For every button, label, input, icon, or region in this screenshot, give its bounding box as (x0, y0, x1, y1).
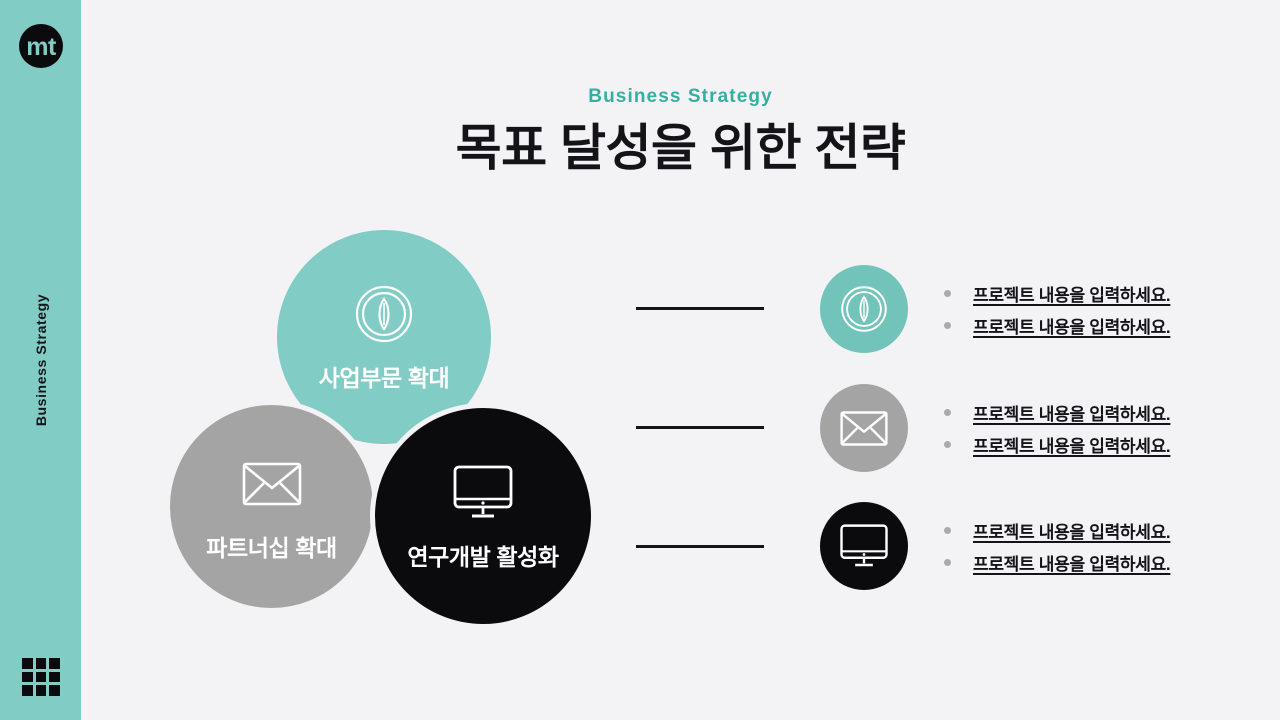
sidebar-vertical-label: Business Strategy (0, 0, 81, 720)
grid-cell (49, 671, 60, 683)
grid-cell (22, 658, 33, 669)
bullet-dot-icon (944, 408, 951, 416)
sidebar-vertical-label-text: Business Strategy (32, 293, 49, 427)
sidebar: mt Business Strategy (0, 0, 81, 720)
detail-row: 프로젝트 내용을 입력하세요. 프로젝트 내용을 입력하세요. (820, 382, 1250, 474)
bullet-list: 프로젝트 내용을 입력하세요. 프로젝트 내용을 입력하세요. (944, 400, 1171, 457)
monitor-icon (820, 502, 908, 590)
envelope-icon (239, 451, 305, 517)
grid-cell (49, 658, 60, 669)
compass-icon (820, 265, 908, 353)
bullet-text: 프로젝트 내용을 입력하세요. (973, 285, 1171, 305)
list-item: 프로젝트 내용을 입력하세요. (944, 432, 1171, 457)
grid-cell (49, 685, 60, 696)
list-item: 프로젝트 내용을 입력하세요. (944, 518, 1171, 543)
bullet-text: 프로젝트 내용을 입력하세요. (973, 554, 1171, 574)
grid-cell (35, 685, 47, 696)
grid-cell (22, 671, 33, 683)
page-title: 목표 달성을 위한 전략 (455, 120, 906, 176)
bullet-list: 프로젝트 내용을 입력하세요. 프로젝트 내용을 입력하세요. (944, 518, 1171, 575)
circle-label: 사업부문 확대 (318, 365, 450, 391)
bullet-text: 프로젝트 내용을 입력하세요. (973, 317, 1171, 337)
bullet-list: 프로젝트 내용을 입력하세요. 프로젝트 내용을 입력하세요. (944, 281, 1171, 338)
eyebrow-subtitle: Business Strategy (588, 86, 773, 107)
bullet-dot-icon (944, 321, 951, 329)
list-item: 프로젝트 내용을 입력하세요. (944, 550, 1171, 575)
envelope-icon (820, 384, 908, 472)
list-item: 프로젝트 내용을 입력하세요. (944, 400, 1171, 425)
grid-cell (35, 658, 47, 669)
detail-row: 프로젝트 내용을 입력하세요. 프로젝트 내용을 입력하세요. (820, 500, 1250, 592)
bullet-dot-icon (944, 526, 951, 534)
circle-label: 파트너십 확대 (206, 534, 337, 561)
grid-cell (22, 685, 33, 696)
compass-icon (351, 281, 417, 347)
circle-rnd-activation[interactable]: 연구개발 활성화 (370, 403, 596, 629)
bullet-text: 프로젝트 내용을 입력하세요. (973, 404, 1171, 424)
list-item: 프로젝트 내용을 입력하세요. (944, 281, 1171, 306)
bullet-dot-icon (944, 289, 951, 297)
connector-line (636, 545, 764, 548)
bullet-text: 프로젝트 내용을 입력하세요. (973, 436, 1171, 456)
monitor-icon (450, 460, 516, 526)
bullet-text: 프로젝트 내용을 입력하세요. (973, 522, 1171, 542)
logo-text: mt (26, 32, 56, 61)
grid-3x3-icon (22, 658, 60, 696)
bullet-dot-icon (944, 440, 951, 448)
connector-line (636, 426, 764, 429)
connector-line (636, 307, 764, 310)
detail-row: 프로젝트 내용을 입력하세요. 프로젝트 내용을 입력하세요. (820, 263, 1250, 355)
circle-label: 연구개발 활성화 (407, 544, 559, 570)
bullet-dot-icon (944, 558, 951, 566)
list-item: 프로젝트 내용을 입력하세요. (944, 313, 1171, 338)
grid-cell (35, 671, 47, 683)
circle-partnership-expansion[interactable]: 파트너십 확대 (165, 400, 378, 613)
mt-monogram-logo[interactable]: mt (19, 24, 63, 68)
